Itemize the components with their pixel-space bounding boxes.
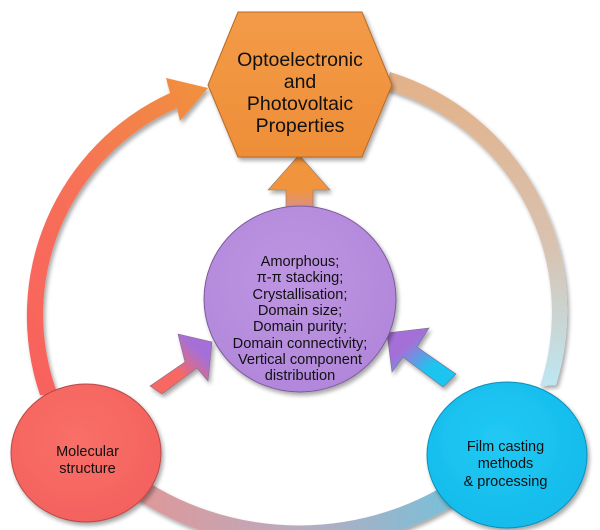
diagonal-arrow-left bbox=[149, 333, 213, 395]
properties-label-line: and bbox=[283, 71, 317, 94]
morphology-label-line: Domain size; bbox=[257, 303, 343, 320]
molecular-structure-label-line: structure bbox=[59, 461, 116, 478]
morphology-circle[interactable] bbox=[203, 205, 397, 393]
morphology-label-line: Domain connectivity; bbox=[232, 335, 368, 352]
morphology-label-line: distribution bbox=[264, 368, 336, 385]
morphology-label: Amorphous; π-π stacking; Crystallisation… bbox=[205, 254, 395, 385]
arc-right bbox=[385, 72, 568, 386]
arrow-film-to-morphology bbox=[386, 327, 457, 388]
properties-label-line: Photovoltaic bbox=[246, 93, 354, 116]
arc-bottom bbox=[118, 470, 482, 530]
morphology-label-line: π-π stacking; bbox=[256, 270, 344, 287]
film-casting-label-line: methods bbox=[477, 456, 534, 473]
properties-hexagon[interactable] bbox=[207, 11, 393, 158]
morphology-label-line: Crystallisation; bbox=[252, 286, 348, 303]
ring-arc-structure-to-properties bbox=[26, 78, 208, 395]
molecular-structure-label-line: Molecular bbox=[56, 444, 119, 460]
morphology-label-line: Vertical component bbox=[237, 352, 363, 369]
film-casting-label-line: & processing bbox=[463, 473, 548, 490]
ring-arc-properties-to-film bbox=[385, 72, 568, 386]
properties-label: Optoelectronic and Photovoltaic Properti… bbox=[215, 49, 385, 137]
morphology-label-line: Amorphous; bbox=[260, 254, 340, 270]
arc-arrow-left bbox=[26, 78, 208, 395]
morphology-label-line: Domain purity; bbox=[252, 319, 348, 336]
film-casting-circle[interactable] bbox=[426, 381, 588, 529]
diagonal-arrow-right bbox=[386, 327, 457, 388]
arrow-structure-to-morphology bbox=[149, 333, 213, 395]
molecular-structure-label: Molecular structure bbox=[30, 444, 145, 479]
properties-label-line: Optoelectronic bbox=[237, 49, 363, 71]
ring-arc-structure-to-film bbox=[118, 470, 482, 530]
film-casting-label-line: Film casting bbox=[466, 439, 545, 455]
molecular-structure-circle[interactable] bbox=[10, 383, 162, 523]
film-casting-label: Film casting methods & processing bbox=[443, 439, 568, 491]
properties-label-line: Properties bbox=[255, 115, 345, 138]
